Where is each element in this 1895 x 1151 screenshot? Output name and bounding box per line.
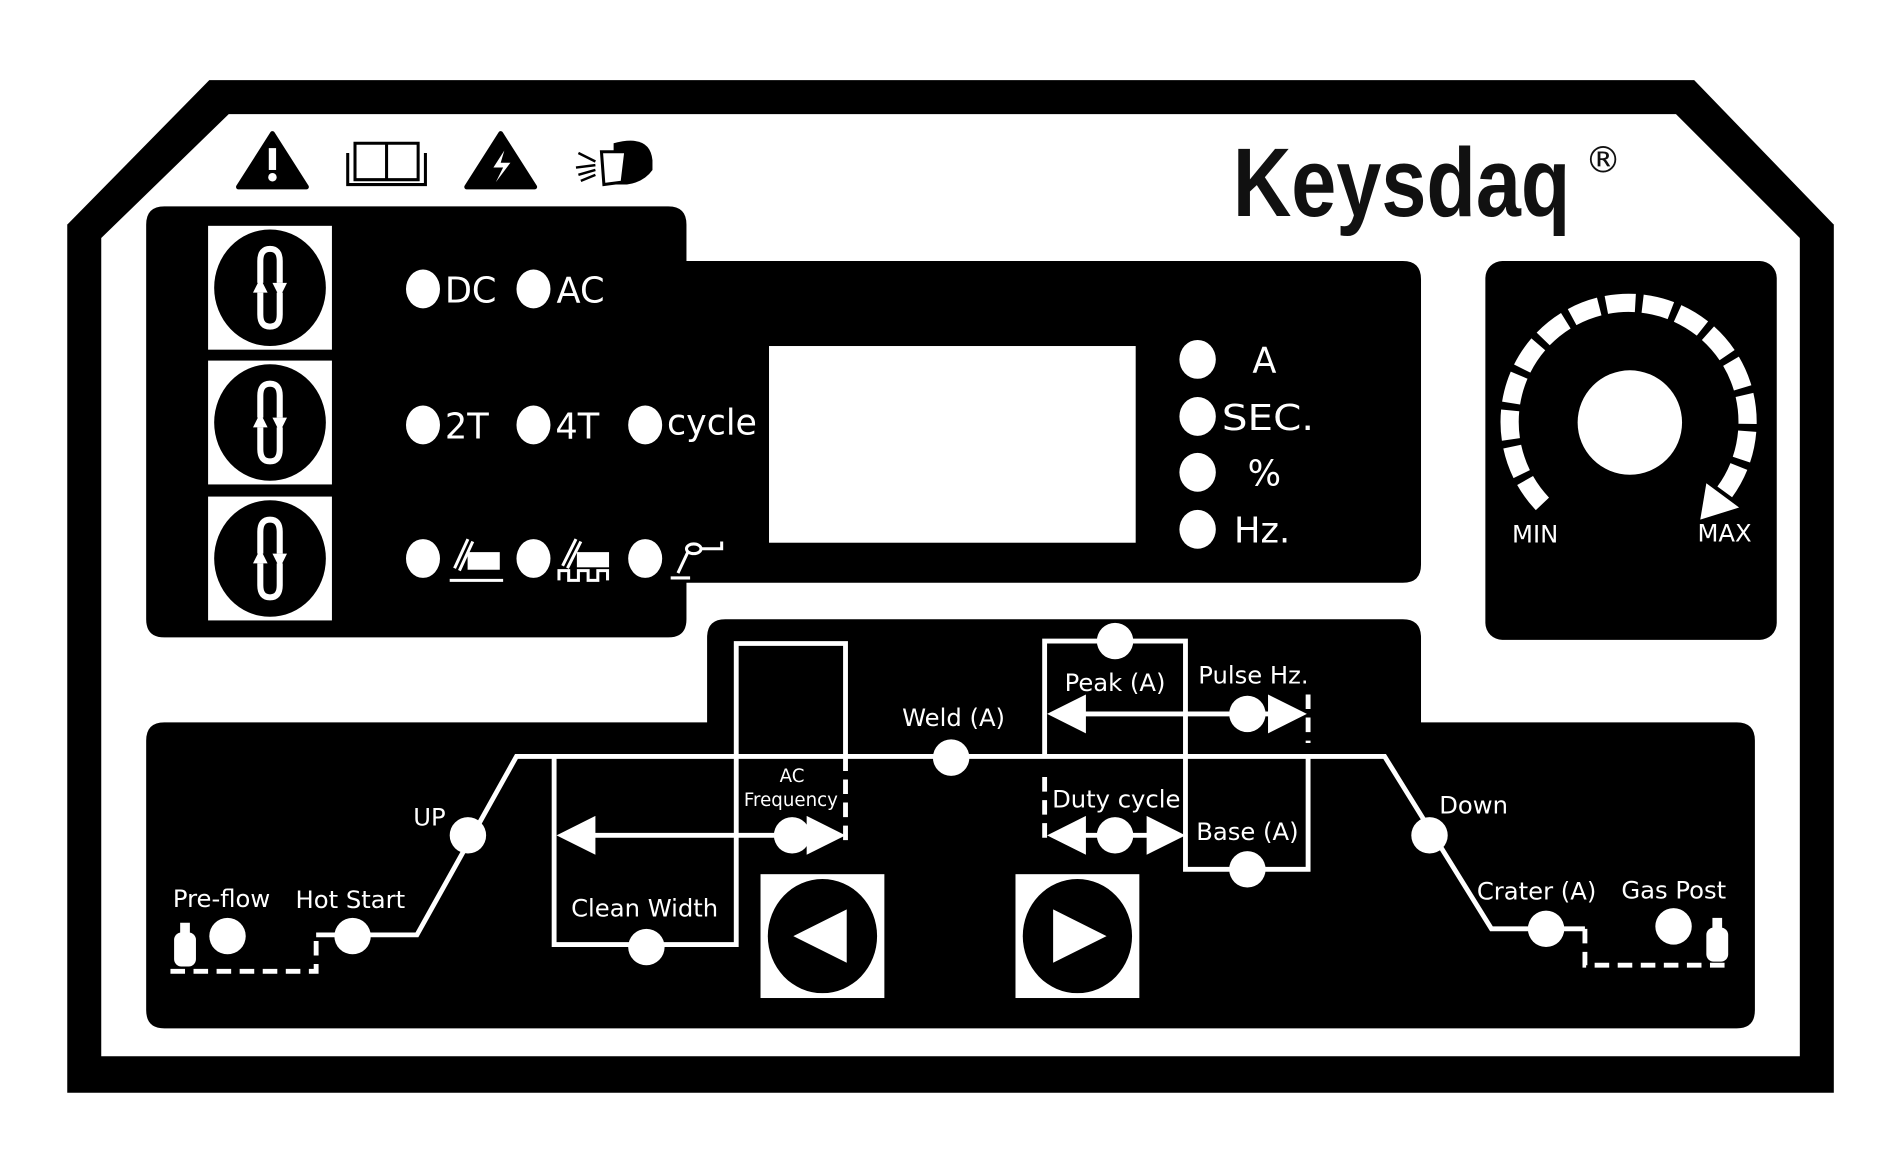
right-arrow-button[interactable]: [1015, 874, 1140, 999]
unit-sec: SEC.: [1222, 398, 1314, 439]
led-cycle: [628, 405, 663, 445]
triangle-right-icon: [1053, 909, 1107, 963]
unit-hz: Hz.: [1234, 511, 1290, 552]
mma-welding-icon: [670, 541, 724, 580]
label-pre-flow: Pre-flow: [173, 884, 270, 913]
waveform-panel: [146, 619, 1755, 1029]
electric-shock-icon: [464, 131, 538, 190]
digital-display: [769, 346, 1136, 543]
label-duty-cycle: Duty cycle: [1052, 784, 1180, 813]
label-ac: AC: [557, 270, 605, 311]
knob-min-label: MIN: [1512, 520, 1558, 549]
label-clean-width: Clean Width: [571, 894, 718, 923]
knob-arrow-icon: [1700, 483, 1740, 520]
label-4t: 4T: [555, 406, 599, 447]
led-pulse-tig: [516, 539, 551, 578]
brand-logo: Keysdaq: [1233, 128, 1571, 237]
point-gas-post: [1655, 908, 1692, 945]
pulse-tig-icon: [557, 538, 610, 582]
led-unit-a: [1179, 339, 1216, 379]
point-pre-flow: [209, 917, 246, 955]
tig-welding-icon: [449, 538, 504, 582]
registered-mark: ®: [1585, 138, 1621, 181]
unit-a: A: [1252, 341, 1276, 382]
label-cycle: cycle: [667, 403, 757, 444]
point-clean-width: [628, 928, 665, 966]
process-select-button[interactable]: [208, 496, 332, 621]
trigger-mode-select-button[interactable]: [208, 360, 332, 485]
led-mma: [628, 539, 663, 578]
label-down: Down: [1439, 790, 1508, 819]
label-crater: Crater (A): [1477, 877, 1596, 906]
led-unit-hz: [1179, 509, 1216, 549]
gas-bottle-icon: [174, 922, 196, 967]
label-gas-post: Gas Post: [1621, 875, 1726, 904]
label-ac: AC: [780, 766, 805, 787]
label-2t: 2T: [445, 406, 489, 447]
knob-max-label: MAX: [1697, 519, 1751, 548]
label-base: Base (A): [1196, 817, 1298, 846]
led-dc: [405, 269, 440, 309]
label-up: UP: [413, 803, 445, 832]
unit-percent: %: [1248, 454, 1281, 495]
warning-icon: [236, 131, 309, 190]
gas-bottle-icon: [1706, 917, 1729, 962]
point-up: [449, 817, 487, 854]
point-crater: [1527, 910, 1565, 948]
point-down: [1411, 817, 1448, 854]
label-hot-start: Hot Start: [296, 885, 406, 914]
welding-helmet-icon: [575, 140, 653, 187]
point-weld: [932, 739, 970, 776]
led-unit-sec: [1179, 397, 1216, 436]
led-4t: [516, 405, 551, 445]
point-duty-cycle: [1096, 817, 1134, 854]
led-ac: [516, 269, 551, 309]
manual-book-icon: [346, 141, 427, 187]
point-ac-frequency: [773, 817, 811, 854]
current-type-select-button[interactable]: [208, 225, 332, 350]
triangle-left-icon: [793, 909, 847, 963]
led-tig: [405, 539, 440, 578]
led-2t: [405, 405, 440, 445]
knob-scale: [1500, 293, 1757, 511]
label-peak: Peak (A): [1065, 668, 1166, 697]
led-unit-percent: [1179, 452, 1216, 492]
point-base: [1229, 851, 1266, 888]
label-weld: Weld (A): [902, 703, 1005, 732]
adjust-knob[interactable]: [1577, 370, 1683, 475]
label-dc: DC: [445, 270, 497, 311]
point-peak: [1096, 622, 1134, 660]
label-frequency: Frequency: [744, 790, 838, 811]
label-pulse-hz: Pulse Hz.: [1198, 661, 1308, 690]
left-arrow-button[interactable]: [760, 874, 885, 999]
point-pulse-hz: [1229, 695, 1266, 733]
point-hot-start: [334, 917, 371, 955]
